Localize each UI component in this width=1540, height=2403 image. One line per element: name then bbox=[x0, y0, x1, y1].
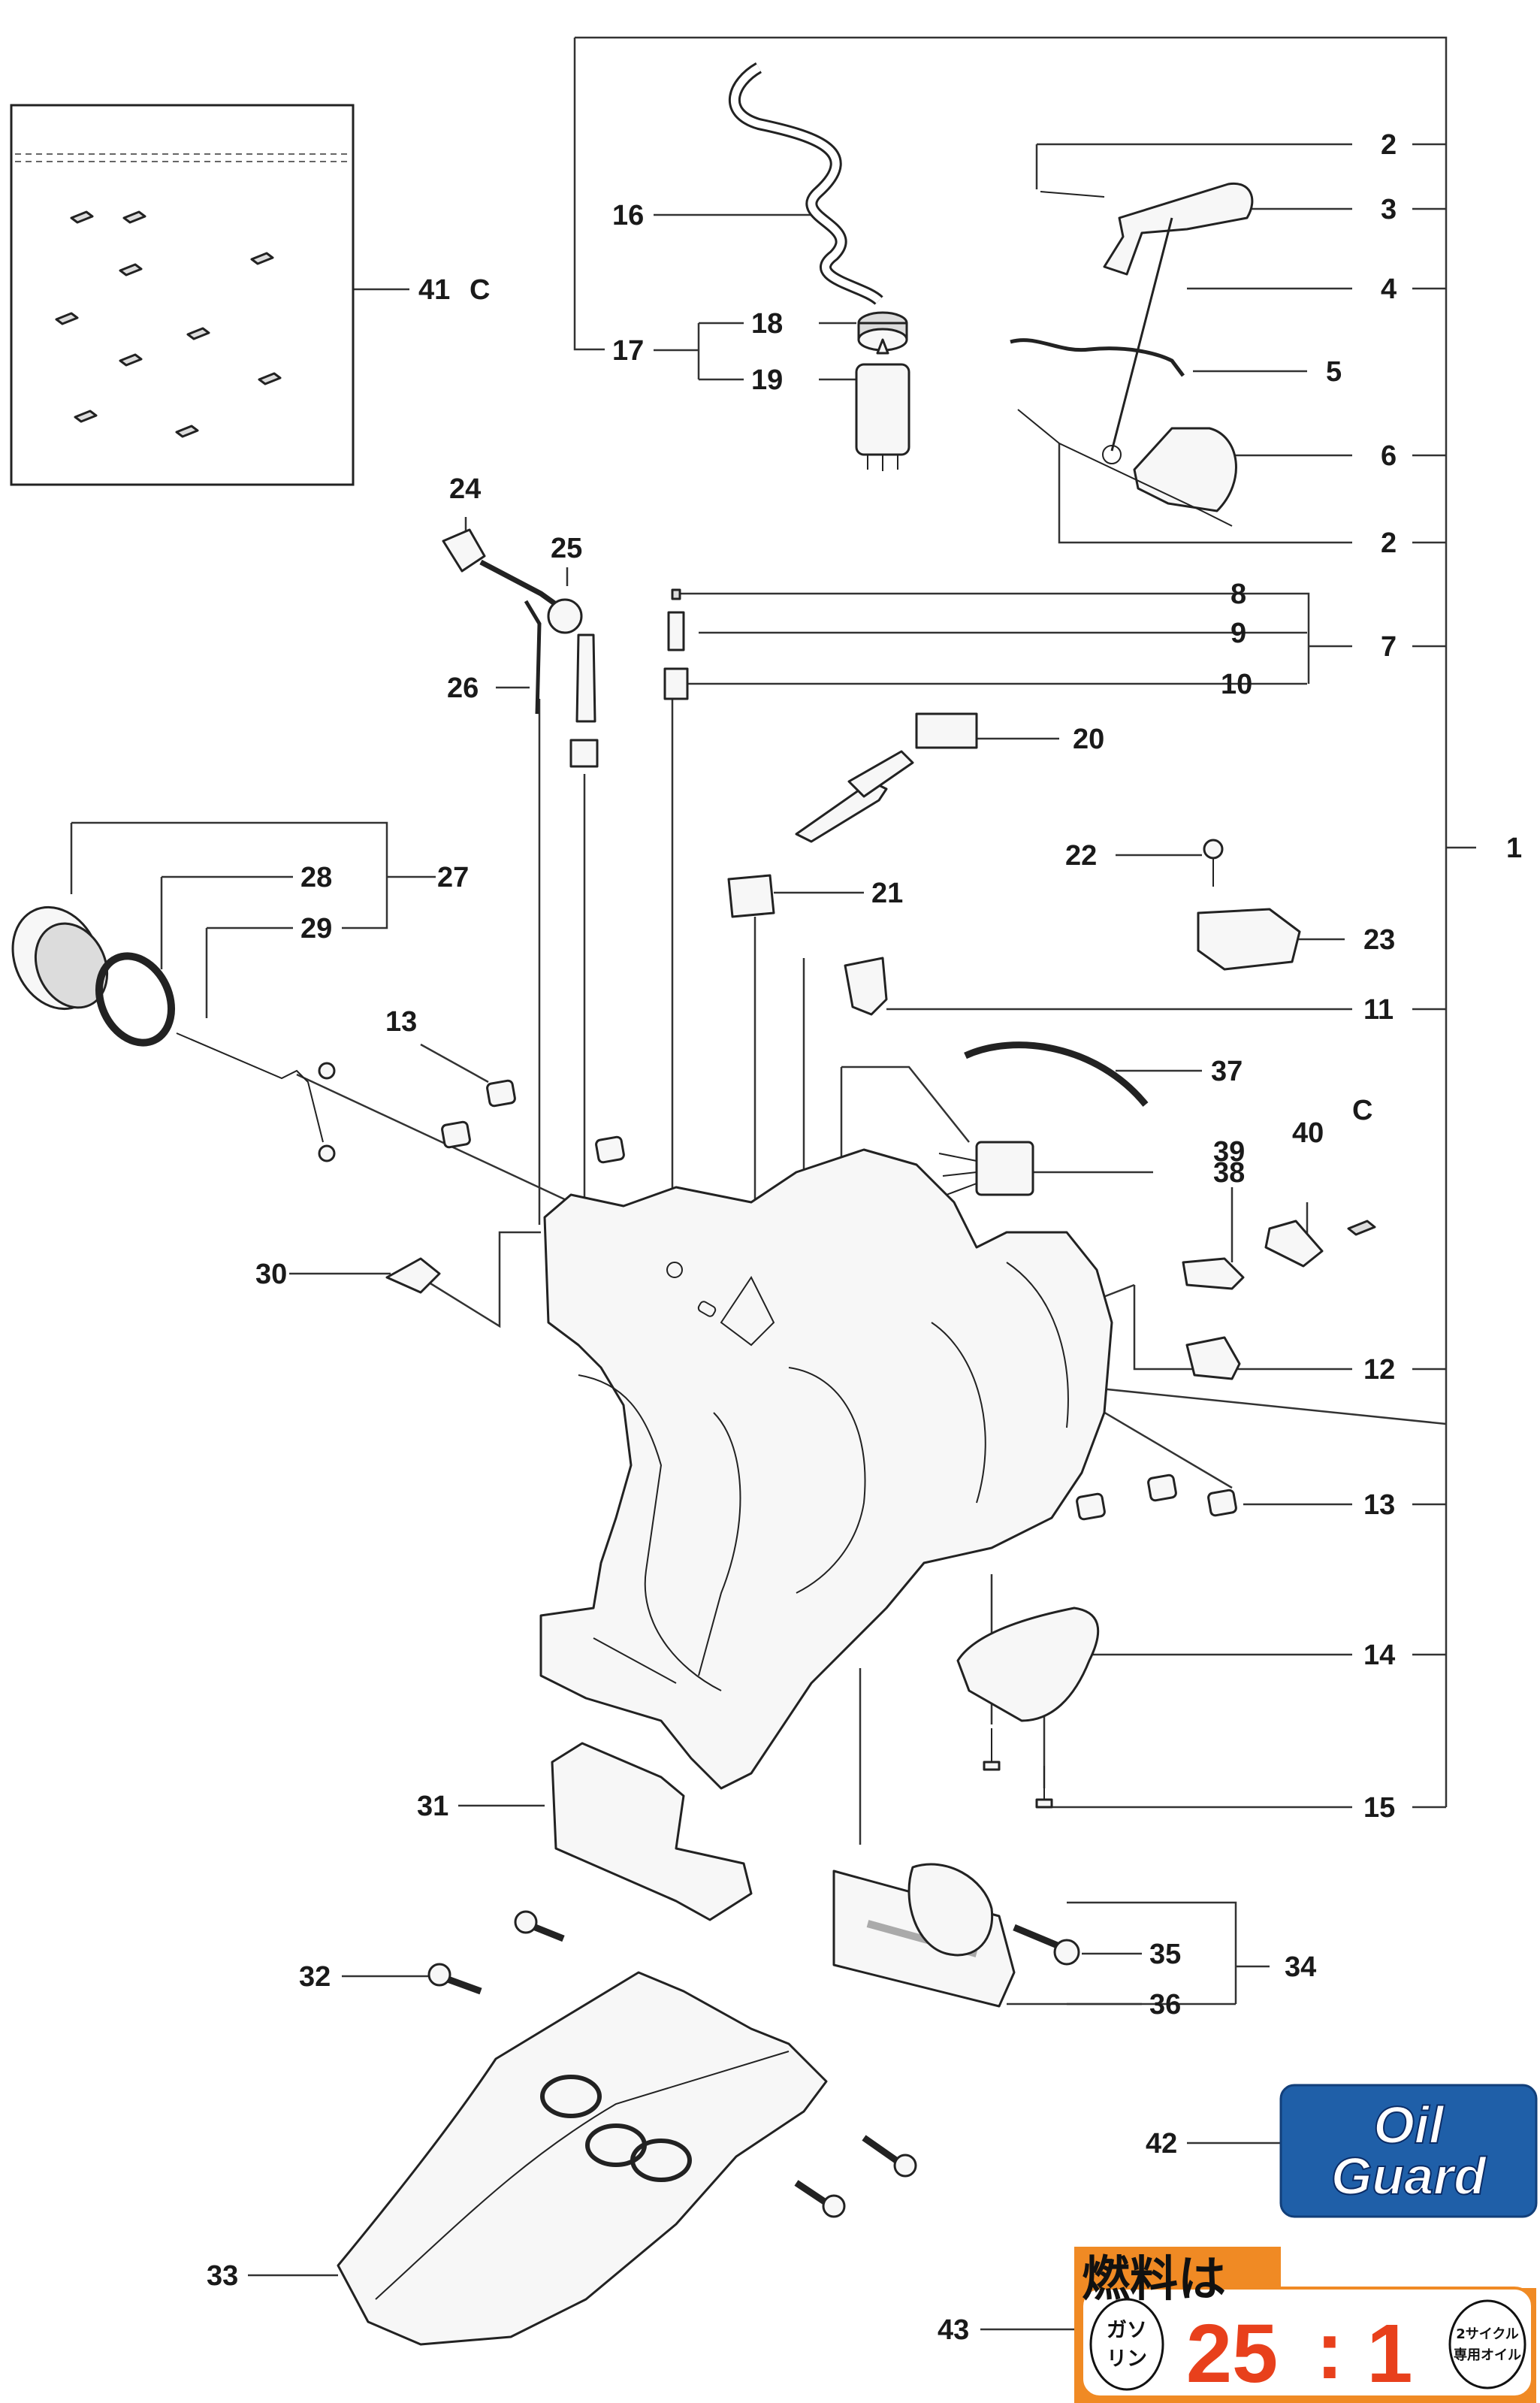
oil-guard-line2: Guard bbox=[1331, 2147, 1487, 2205]
callout-3: 3 bbox=[1381, 194, 1397, 225]
callout-23: 23 bbox=[1363, 924, 1395, 956]
screws-15 bbox=[983, 1728, 1053, 1809]
callout-37: 37 bbox=[1211, 1056, 1243, 1087]
callout-1: 1 bbox=[1506, 833, 1522, 864]
callout-35: 35 bbox=[1149, 1939, 1181, 1970]
cover-31 bbox=[551, 1742, 753, 1921]
two-stroke-line2: 専用オイル bbox=[1454, 2347, 1521, 2363]
callout-7: 7 bbox=[1381, 631, 1397, 663]
throttle-trigger bbox=[1040, 182, 1254, 276]
clip-11 bbox=[844, 957, 888, 1016]
clip-kit-bag bbox=[10, 104, 355, 486]
fuel-ratio-decal: 燃料は ガソ リン 25 : 1 2サイクル 専用オイル bbox=[1074, 2247, 1536, 2403]
callout-2: 2 bbox=[1381, 129, 1397, 161]
callout-18: 18 bbox=[751, 308, 783, 340]
callout-13-left: 13 bbox=[385, 1006, 417, 1038]
oil-guard-decal: Oil Guard bbox=[1279, 2084, 1538, 2218]
callout-4: 4 bbox=[1381, 274, 1397, 305]
callout-43: 43 bbox=[938, 2314, 969, 2346]
connector-38 bbox=[938, 1141, 1034, 1196]
callout-22: 22 bbox=[1065, 840, 1097, 872]
switch-lever bbox=[795, 712, 978, 843]
grommet bbox=[857, 311, 908, 352]
spring-34 bbox=[832, 1863, 1016, 2008]
oil-guard-line1: Oil bbox=[1373, 2096, 1445, 2154]
clip-40 bbox=[1264, 1220, 1324, 1268]
callout-8: 8 bbox=[1230, 579, 1246, 610]
callout-41: 41 bbox=[418, 274, 450, 306]
callout-5: 5 bbox=[1326, 356, 1342, 388]
gasoline-line2: リン bbox=[1107, 2347, 1147, 2371]
callout-labels: 2 3 4 5 6 2 8 9 10 7 1 16 17 18 19 20 21… bbox=[207, 129, 1522, 2346]
plate-14 bbox=[956, 1607, 1100, 1722]
callout-16: 16 bbox=[612, 200, 644, 231]
callout-39: 39 bbox=[1213, 1136, 1245, 1168]
two-stroke-line1: 2サイクル bbox=[1456, 2326, 1519, 2342]
callout-14: 14 bbox=[1363, 1640, 1395, 1671]
ratio-right: 1 bbox=[1366, 2308, 1412, 2400]
callout-13-right: 13 bbox=[1363, 1489, 1395, 1521]
leader-lines bbox=[70, 36, 1476, 2331]
screw-22 bbox=[1203, 839, 1224, 887]
callout-26: 26 bbox=[447, 673, 479, 704]
fuel-filter bbox=[855, 338, 910, 471]
callout-11: 11 bbox=[1363, 994, 1394, 1026]
callout-17: 17 bbox=[612, 335, 644, 367]
callout-6: 6 bbox=[1381, 440, 1397, 472]
callout-38: 38 bbox=[1213, 1157, 1245, 1189]
nuts-13 bbox=[441, 1079, 1237, 1521]
callout-28: 28 bbox=[300, 862, 332, 893]
throttle-rod bbox=[1010, 338, 1185, 377]
hose-clip-21 bbox=[727, 874, 775, 918]
callout-9: 9 bbox=[1230, 618, 1246, 649]
callout-c: C bbox=[1352, 1095, 1372, 1126]
callout-30: 30 bbox=[255, 1259, 287, 1290]
guard-33 bbox=[337, 1971, 828, 2346]
clip-12 bbox=[1185, 1336, 1241, 1380]
callout-12: 12 bbox=[1363, 1354, 1395, 1386]
callout-29: 29 bbox=[300, 913, 332, 945]
callout-15: 15 bbox=[1363, 1792, 1395, 1824]
callout-36: 36 bbox=[1149, 1989, 1181, 2021]
screw-35 bbox=[1013, 1924, 1080, 1966]
clip-c bbox=[1347, 1220, 1376, 1236]
callout-21: 21 bbox=[871, 878, 903, 909]
choke-rod-parts bbox=[663, 588, 689, 700]
ratio-left: 25 bbox=[1186, 2308, 1278, 2400]
tube-37 bbox=[964, 1041, 1149, 1107]
switch-23 bbox=[1197, 908, 1301, 971]
screws-32 bbox=[427, 1910, 917, 2218]
callout-24: 24 bbox=[449, 473, 481, 505]
trigger-lockout bbox=[1017, 409, 1237, 527]
bracket-30 bbox=[385, 1257, 441, 1294]
primer-parts bbox=[442, 528, 599, 768]
gasoline-line1: ガソ bbox=[1107, 2319, 1147, 2342]
clip-39 bbox=[1182, 1257, 1245, 1290]
tank-housing bbox=[539, 1148, 1113, 1790]
callout-32: 32 bbox=[299, 1961, 331, 1993]
fuel-title: 燃料は bbox=[1082, 2252, 1226, 2308]
callout-42: 42 bbox=[1146, 2128, 1177, 2160]
callout-31: 31 bbox=[417, 1791, 448, 1822]
callout-2-lower: 2 bbox=[1381, 527, 1397, 559]
callout-34: 34 bbox=[1285, 1951, 1316, 1983]
callout-19: 19 bbox=[751, 364, 783, 396]
callout-25: 25 bbox=[551, 533, 582, 564]
callout-40: 40 bbox=[1292, 1117, 1324, 1149]
fuel-hose bbox=[729, 62, 883, 306]
callout-10: 10 bbox=[1221, 669, 1252, 700]
callout-27: 27 bbox=[437, 862, 469, 893]
ratio-separator: : bbox=[1316, 2304, 1344, 2396]
callout-20: 20 bbox=[1073, 724, 1104, 755]
callout-33: 33 bbox=[207, 2260, 238, 2292]
fuel-cap-parts bbox=[11, 905, 336, 1162]
trigger-spring bbox=[1102, 217, 1173, 464]
callout-41-c: C bbox=[470, 274, 490, 306]
